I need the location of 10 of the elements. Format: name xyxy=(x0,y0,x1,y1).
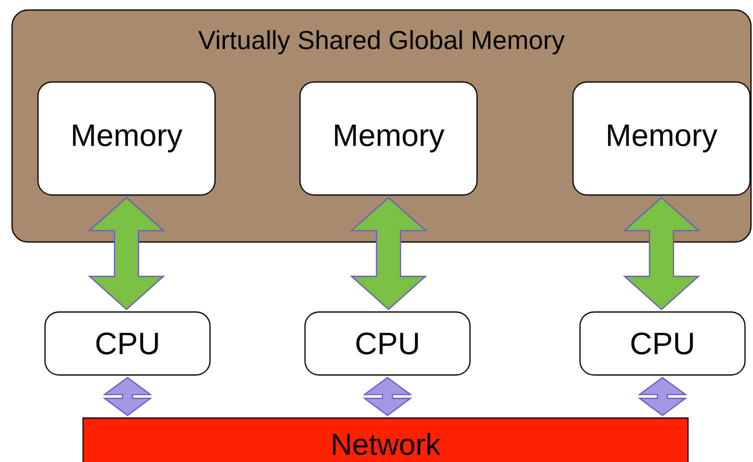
network-bar: Network xyxy=(82,417,689,462)
memory-box: Memory xyxy=(299,81,478,196)
memory-box: Memory xyxy=(37,81,216,196)
double-arrow xyxy=(638,376,688,416)
cpu-box: CPU xyxy=(44,311,211,376)
cpu-box: CPU xyxy=(579,311,746,376)
double-arrow xyxy=(102,376,152,416)
cpu-box: CPU xyxy=(304,311,471,376)
double-arrow xyxy=(362,376,412,416)
memory-box: Memory xyxy=(572,81,751,196)
